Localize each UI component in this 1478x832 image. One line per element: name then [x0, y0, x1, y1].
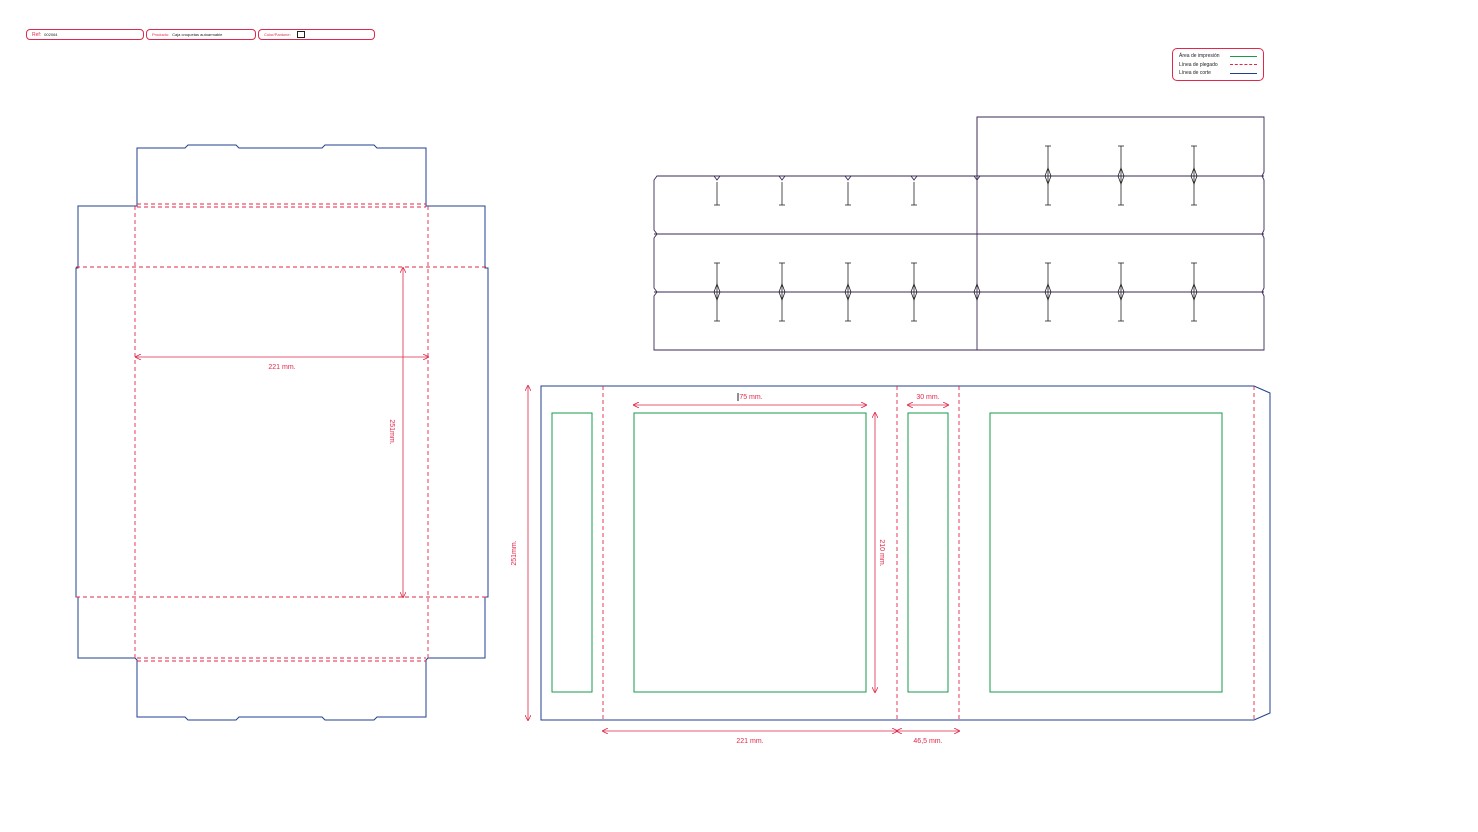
- divider-top-notches: [713, 175, 981, 181]
- print-area-right-side: [907, 412, 949, 693]
- print-area-front: [633, 412, 867, 693]
- panel-width-label: 75 mm.: [739, 394, 762, 401]
- legend-print-line: [1230, 55, 1257, 57]
- ref-box: Ref: 002064: [26, 29, 144, 40]
- product-label: Producto:: [152, 32, 170, 37]
- tray-dieline: 221 mm. 251mm.: [75, 144, 489, 721]
- bottom-width-label: 221 mm.: [736, 738, 763, 745]
- print-area-back: [989, 412, 1223, 693]
- sleeve-cut-outline: [540, 385, 1271, 721]
- side-width-label: 30 mm.: [916, 394, 939, 401]
- product-value: Caja croquetas autoarmable: [172, 32, 223, 37]
- sleeve-print-areas: [551, 412, 1223, 693]
- divider-outline: [653, 116, 1265, 351]
- print-height-label: 210 mm.: [878, 539, 885, 566]
- tray-width-label: 221 mm.: [268, 364, 295, 371]
- tray-cut-outline: [75, 144, 489, 721]
- product-box: Producto: Caja croquetas autoarmable: [146, 29, 256, 40]
- legend-item-print-area: Área de impresión: [1179, 52, 1257, 61]
- legend-label: Línea de plegado: [1179, 61, 1218, 68]
- color-label: Color/Pantone:: [264, 32, 291, 37]
- print-area-left-side: [551, 412, 593, 693]
- legend-item-cut-line: Línea de corte: [1179, 69, 1257, 78]
- color-box: Color/Pantone:: [258, 29, 375, 40]
- tray-height-label: 251mm.: [388, 419, 395, 444]
- ref-value: 002064: [44, 32, 58, 37]
- legend-item-fold-line: Línea de plegado: [1179, 61, 1257, 70]
- legend-label: Área de impresión: [1179, 53, 1220, 60]
- divider-slots: [713, 145, 1198, 322]
- legend-fold-line: [1230, 64, 1257, 66]
- color-swatch: [296, 31, 305, 38]
- legend-label: Línea de corte: [1179, 70, 1211, 77]
- divider-insert: [653, 116, 1265, 351]
- sleeve-height-label: 251mm.: [511, 540, 518, 565]
- legend-cut-line: [1230, 72, 1257, 74]
- ref-label: Ref:: [32, 31, 42, 38]
- flap-width-label: 46,5 mm.: [913, 738, 942, 745]
- sleeve-fold-lines: [602, 386, 1255, 720]
- sleeve-dieline: 75 mm. 30 mm. 210 mm. 251mm. 221 mm. 46,…: [511, 385, 1271, 745]
- tray-fold-lines: [76, 203, 488, 662]
- legend: Área de impresión Línea de plegado Línea…: [1172, 48, 1264, 81]
